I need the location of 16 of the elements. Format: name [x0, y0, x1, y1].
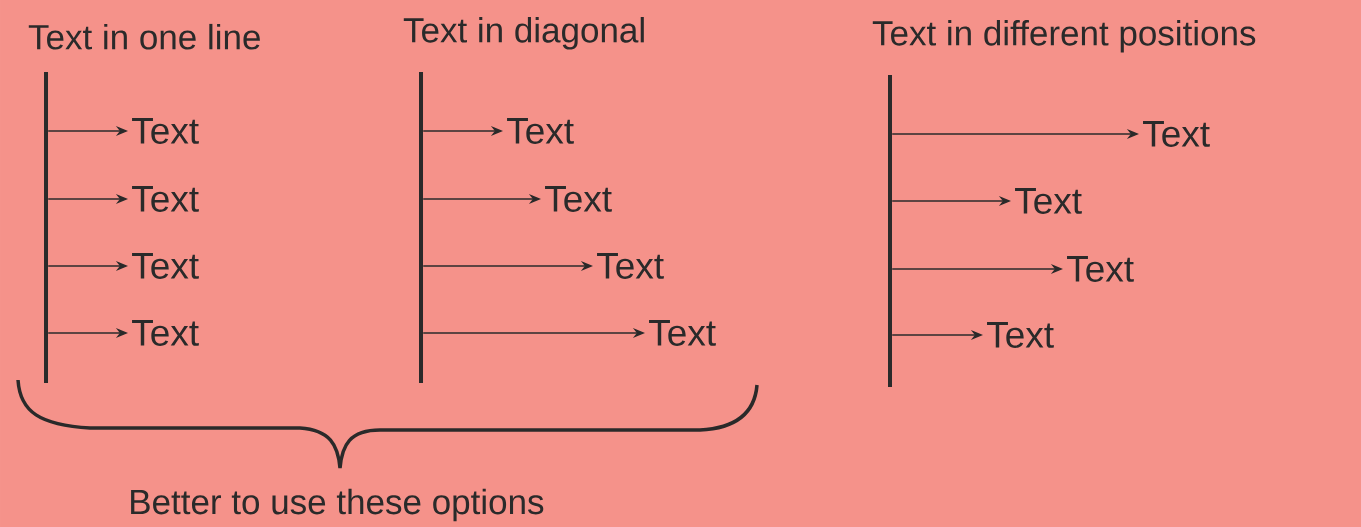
- text-label: Text: [545, 186, 612, 212]
- text-label: Text: [597, 253, 664, 279]
- text-label: Text: [1067, 256, 1134, 282]
- text-label: Text: [1015, 188, 1082, 214]
- text-label: Text: [1143, 121, 1210, 147]
- text-label: Text: [507, 118, 574, 144]
- text-label: Text: [649, 320, 716, 346]
- heading: Text in diagonal: [403, 17, 644, 50]
- text-label: Text: [132, 118, 199, 144]
- text-label: Text: [132, 253, 199, 279]
- heading: Text in different positions: [872, 20, 1256, 53]
- text-label: Text: [987, 322, 1054, 348]
- text-label: Text: [132, 186, 199, 212]
- heading: Text in one line: [28, 23, 260, 50]
- caption: Better to use these options: [131, 488, 544, 522]
- text-label: Text: [132, 320, 199, 346]
